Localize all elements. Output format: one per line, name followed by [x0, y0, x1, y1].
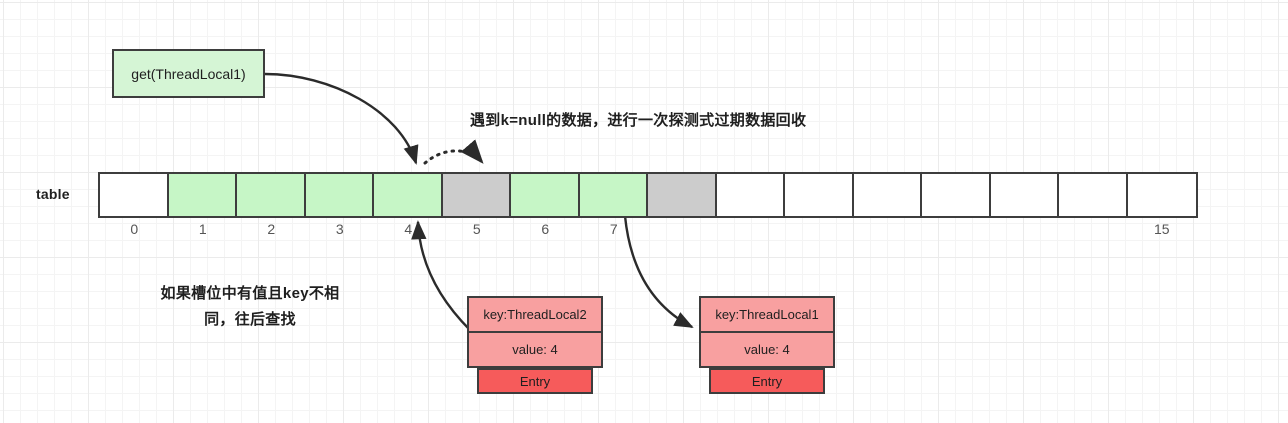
note-expunge-stale-entry: 遇到k=null的数据，进行一次探测式过期数据回收	[470, 112, 807, 129]
table-index-4: 4	[404, 221, 413, 237]
table-index-15: 15	[1153, 221, 1170, 237]
entry-box-threadlocal2[interactable]: key:ThreadLocal2 value: 4 Entry	[467, 296, 603, 394]
table-slot-15[interactable]	[1127, 174, 1196, 216]
table-slot-13[interactable]	[990, 174, 1059, 216]
table-slot-8[interactable]	[648, 174, 717, 216]
arrow-slot7-to-entry1	[623, 215, 694, 329]
table-label: table	[36, 186, 70, 202]
table-index-5: 5	[472, 221, 481, 237]
table-index-7: 7	[609, 221, 618, 237]
table-slot-14[interactable]	[1059, 174, 1128, 216]
arrow-entry2-to-slot4	[411, 220, 471, 331]
note-linear-probe-line2: 同，往后查找	[204, 311, 296, 328]
table-slot-9[interactable]	[716, 174, 785, 216]
table-slot-11[interactable]	[853, 174, 922, 216]
table-slot-0[interactable]	[100, 174, 169, 216]
get-call-box[interactable]: get(ThreadLocal1)	[112, 49, 265, 98]
entry-box-body: key:ThreadLocal1 value: 4	[699, 296, 835, 368]
table-index-2: 2	[267, 221, 276, 237]
entry-key-cell: key:ThreadLocal2	[483, 307, 587, 322]
table-slot-12[interactable]	[922, 174, 991, 216]
note-linear-probe-line1: 如果槽位中有值且key不相	[160, 285, 340, 302]
entry-value-cell: value: 4	[701, 331, 833, 366]
table-slots	[98, 172, 1198, 218]
entry-value-cell: value: 4	[469, 331, 601, 366]
entry-type-label: Entry	[709, 368, 825, 394]
entry-type-label: Entry	[477, 368, 593, 394]
table-index-3: 3	[335, 221, 344, 237]
table-slot-3[interactable]	[305, 174, 374, 216]
table-slot-6[interactable]	[511, 174, 580, 216]
arrow-probe-slot4-to-slot5	[423, 139, 484, 165]
entry-box-body: key:ThreadLocal2 value: 4	[467, 296, 603, 368]
get-call-label: get(ThreadLocal1)	[131, 65, 246, 82]
entry-box-threadlocal1[interactable]: key:ThreadLocal1 value: 4 Entry	[699, 296, 835, 394]
table-index-0: 0	[130, 221, 139, 237]
table-slot-7[interactable]	[579, 174, 648, 216]
arrow-get-to-slot4	[264, 72, 419, 165]
table-slot-10[interactable]	[785, 174, 854, 216]
table-index-1: 1	[198, 221, 207, 237]
table-slot-1[interactable]	[168, 174, 237, 216]
table-slot-2[interactable]	[237, 174, 306, 216]
table-index-6: 6	[541, 221, 550, 237]
note-linear-probe: 如果槽位中有值且key不相 同，往后查找	[108, 281, 392, 333]
entry-key-cell: key:ThreadLocal1	[715, 307, 819, 322]
table-slot-4[interactable]	[374, 174, 443, 216]
table-slot-5[interactable]	[442, 174, 511, 216]
